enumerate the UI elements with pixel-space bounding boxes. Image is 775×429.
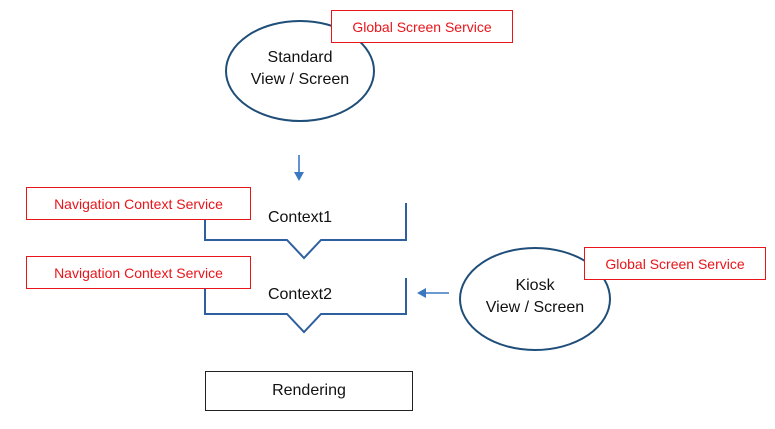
context2-frame — [204, 278, 407, 334]
down-arrow — [294, 155, 304, 181]
navigation-context-service-2: Navigation Context Service — [26, 256, 251, 289]
global-screen-service-standard-text: Global Screen Service — [352, 18, 492, 35]
navigation-context-service-1: Navigation Context Service — [26, 187, 251, 220]
standard-view-ellipse — [225, 20, 375, 122]
context1-frame — [204, 203, 407, 260]
navigation-context-service-2-text: Navigation Context Service — [54, 264, 223, 281]
global-screen-service-kiosk: Global Screen Service — [584, 247, 766, 280]
navigation-context-service-1-text: Navigation Context Service — [54, 195, 223, 212]
left-arrow — [417, 288, 449, 298]
kiosk-view-ellipse — [459, 247, 611, 351]
rendering-box: Rendering — [205, 371, 413, 411]
global-screen-service-standard: Global Screen Service — [331, 10, 513, 43]
rendering-label: Rendering — [272, 382, 346, 399]
global-screen-service-kiosk-text: Global Screen Service — [605, 255, 745, 272]
